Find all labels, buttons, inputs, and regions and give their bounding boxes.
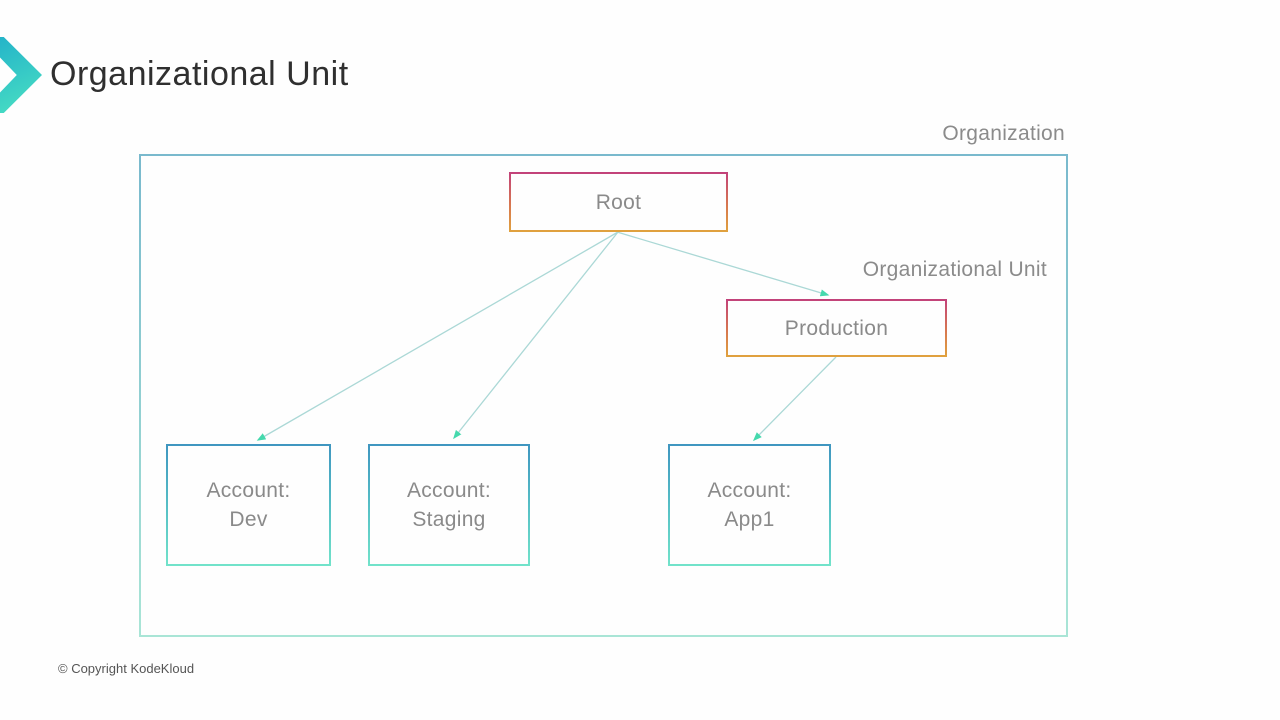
- account-dev-node: Account: Dev: [166, 444, 331, 566]
- account-staging-node-label: Account: Staging: [370, 446, 528, 564]
- account-dev-line1: Account:: [206, 479, 291, 502]
- account-app1-line1: Account:: [707, 479, 792, 502]
- root-node: Root: [509, 172, 728, 232]
- account-app1-line2: App1: [724, 508, 775, 531]
- account-staging-line2: Staging: [412, 508, 486, 531]
- production-ou-node: Production: [726, 299, 947, 357]
- production-ou-node-label: Production: [728, 301, 945, 355]
- account-dev-line2: Dev: [229, 508, 268, 531]
- organizational-unit-label: Organizational Unit: [862, 258, 1047, 281]
- copyright-text: © Copyright KodeKloud: [58, 661, 195, 676]
- account-staging-node: Account: Staging: [368, 444, 530, 566]
- page-title: Organizational Unit: [50, 55, 349, 93]
- account-app1-node-label: Account: App1: [670, 446, 829, 564]
- chevron-right-icon: [0, 37, 42, 113]
- account-dev-node-label: Account: Dev: [168, 446, 329, 564]
- root-node-label: Root: [511, 174, 726, 230]
- organization-label: Organization: [942, 122, 1065, 145]
- account-staging-line1: Account:: [406, 479, 492, 502]
- account-app1-node: Account: App1: [668, 444, 831, 566]
